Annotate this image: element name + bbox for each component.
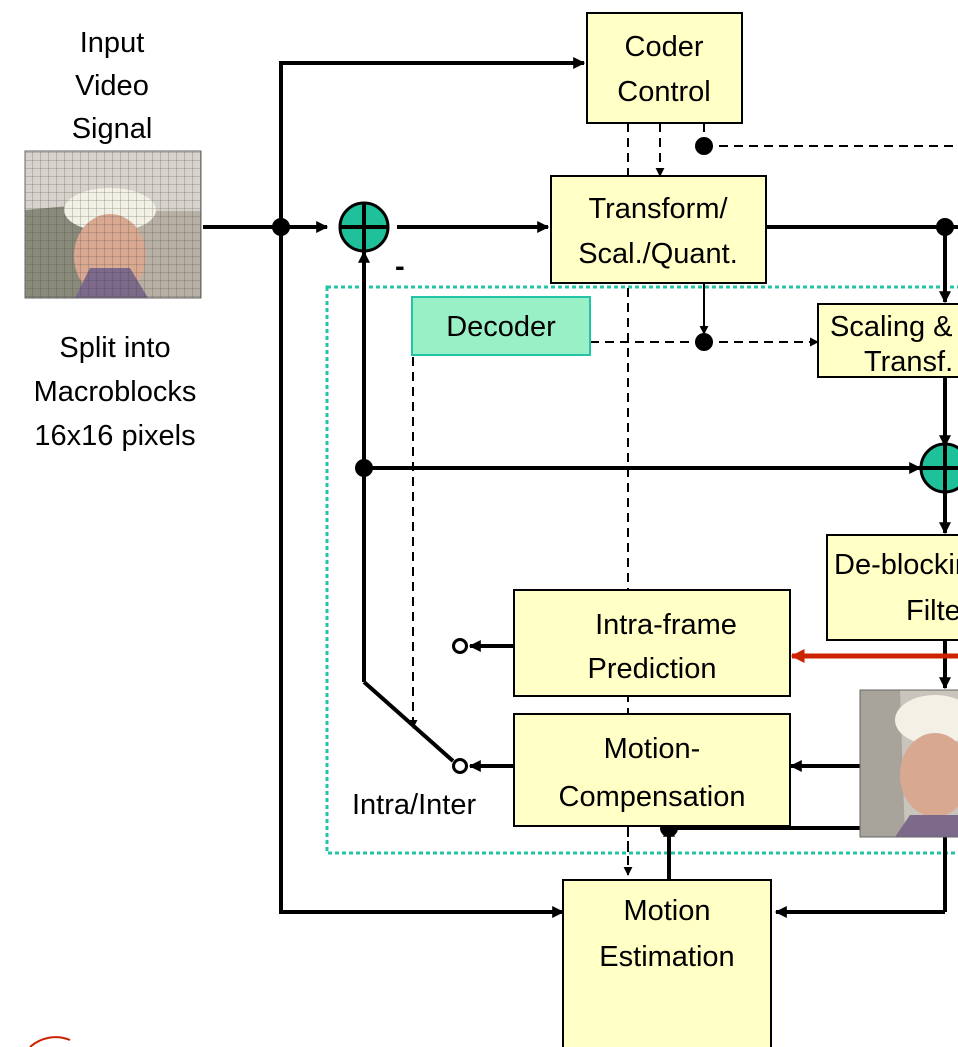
svg-text:16x16 pixels: 16x16 pixels [34,420,195,452]
inter-switch-terminal [452,758,468,774]
motion-estimation-block: Motion Estimation [562,879,772,1047]
decoder-region [325,285,958,855]
svg-text:Split into: Split into [59,332,170,364]
svg-text:Signal: Signal [72,113,153,145]
svg-text:Macroblocks: Macroblocks [34,376,197,408]
svg-text:Filter: Filter [906,595,958,627]
scaling-inverse-transform-block: Scaling & Transf. [817,303,958,378]
macroblock-split-label: Split into Macroblocks 16x16 pixels [34,332,197,452]
svg-text:Prediction: Prediction [588,653,717,685]
svg-text:Control: Control [617,76,711,108]
motion-compensation-block: Motion- Compensation [513,713,791,827]
svg-text:Estimation: Estimation [599,941,734,973]
coder-control-block: Coder Control [586,12,743,124]
svg-text:Decoder: Decoder [446,311,556,343]
svg-text:Transf.: Transf. [864,346,953,378]
svg-text:Transform/: Transform/ [588,193,728,225]
reference-frame-thumbnail [859,689,958,838]
deblocking-filter-block: De-blocking Filter [826,534,958,641]
input-video-thumbnail [24,150,202,299]
decoder-label-box: Decoder [411,296,591,356]
svg-text:Motion: Motion [623,895,710,927]
svg-text:Coder: Coder [625,31,704,63]
intra-switch-terminal [452,638,468,654]
svg-text:Scaling &: Scaling & [830,311,953,343]
transform-block: Transform/ Scal./Quant. [550,175,767,284]
junction-dots [272,137,954,837]
minus-sign: - [395,251,405,283]
svg-text:De-blocking: De-blocking [834,549,958,581]
subtract-adder [338,201,390,253]
intra-frame-prediction-block: Intra-frame Prediction [513,589,791,697]
input-video-signal-label: Input Video Signal [72,27,153,145]
svg-text:Video: Video [75,70,149,102]
logo-fragment [29,1036,71,1047]
intra-inter-switch-label: Intra/Inter [352,789,476,821]
reconstruct-adder [919,442,958,494]
svg-text:Input: Input [80,27,145,59]
svg-text:Scal./Quant.: Scal./Quant. [578,238,738,270]
svg-text:Compensation: Compensation [559,781,746,813]
svg-text:Intra-frame: Intra-frame [595,609,737,641]
svg-text:Motion-: Motion- [604,733,701,765]
